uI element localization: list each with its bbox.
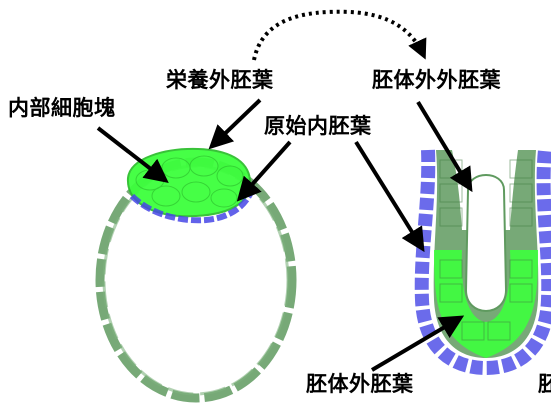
arrow-trophectoderm: [212, 100, 260, 146]
proamniotic-cavity: [466, 175, 506, 311]
label-embryonic-ectoderm: 胚体外胚葉: [306, 368, 414, 398]
arrow-primitive-endoderm-right: [356, 142, 422, 248]
label-cut-off-text: 胚: [538, 368, 551, 398]
egg-cylinder: [422, 150, 549, 368]
label-primitive-endoderm: 原始内胚葉: [264, 110, 372, 140]
label-inner-cell-mass: 内部細胞塊: [8, 92, 116, 122]
blastocyst: [100, 149, 292, 398]
label-trophectoderm: 栄養外胚葉: [166, 64, 274, 94]
development-dotted-arrow: [254, 12, 424, 60]
label-extraembryonic-ectoderm: 胚体外外胚葉: [372, 64, 501, 94]
